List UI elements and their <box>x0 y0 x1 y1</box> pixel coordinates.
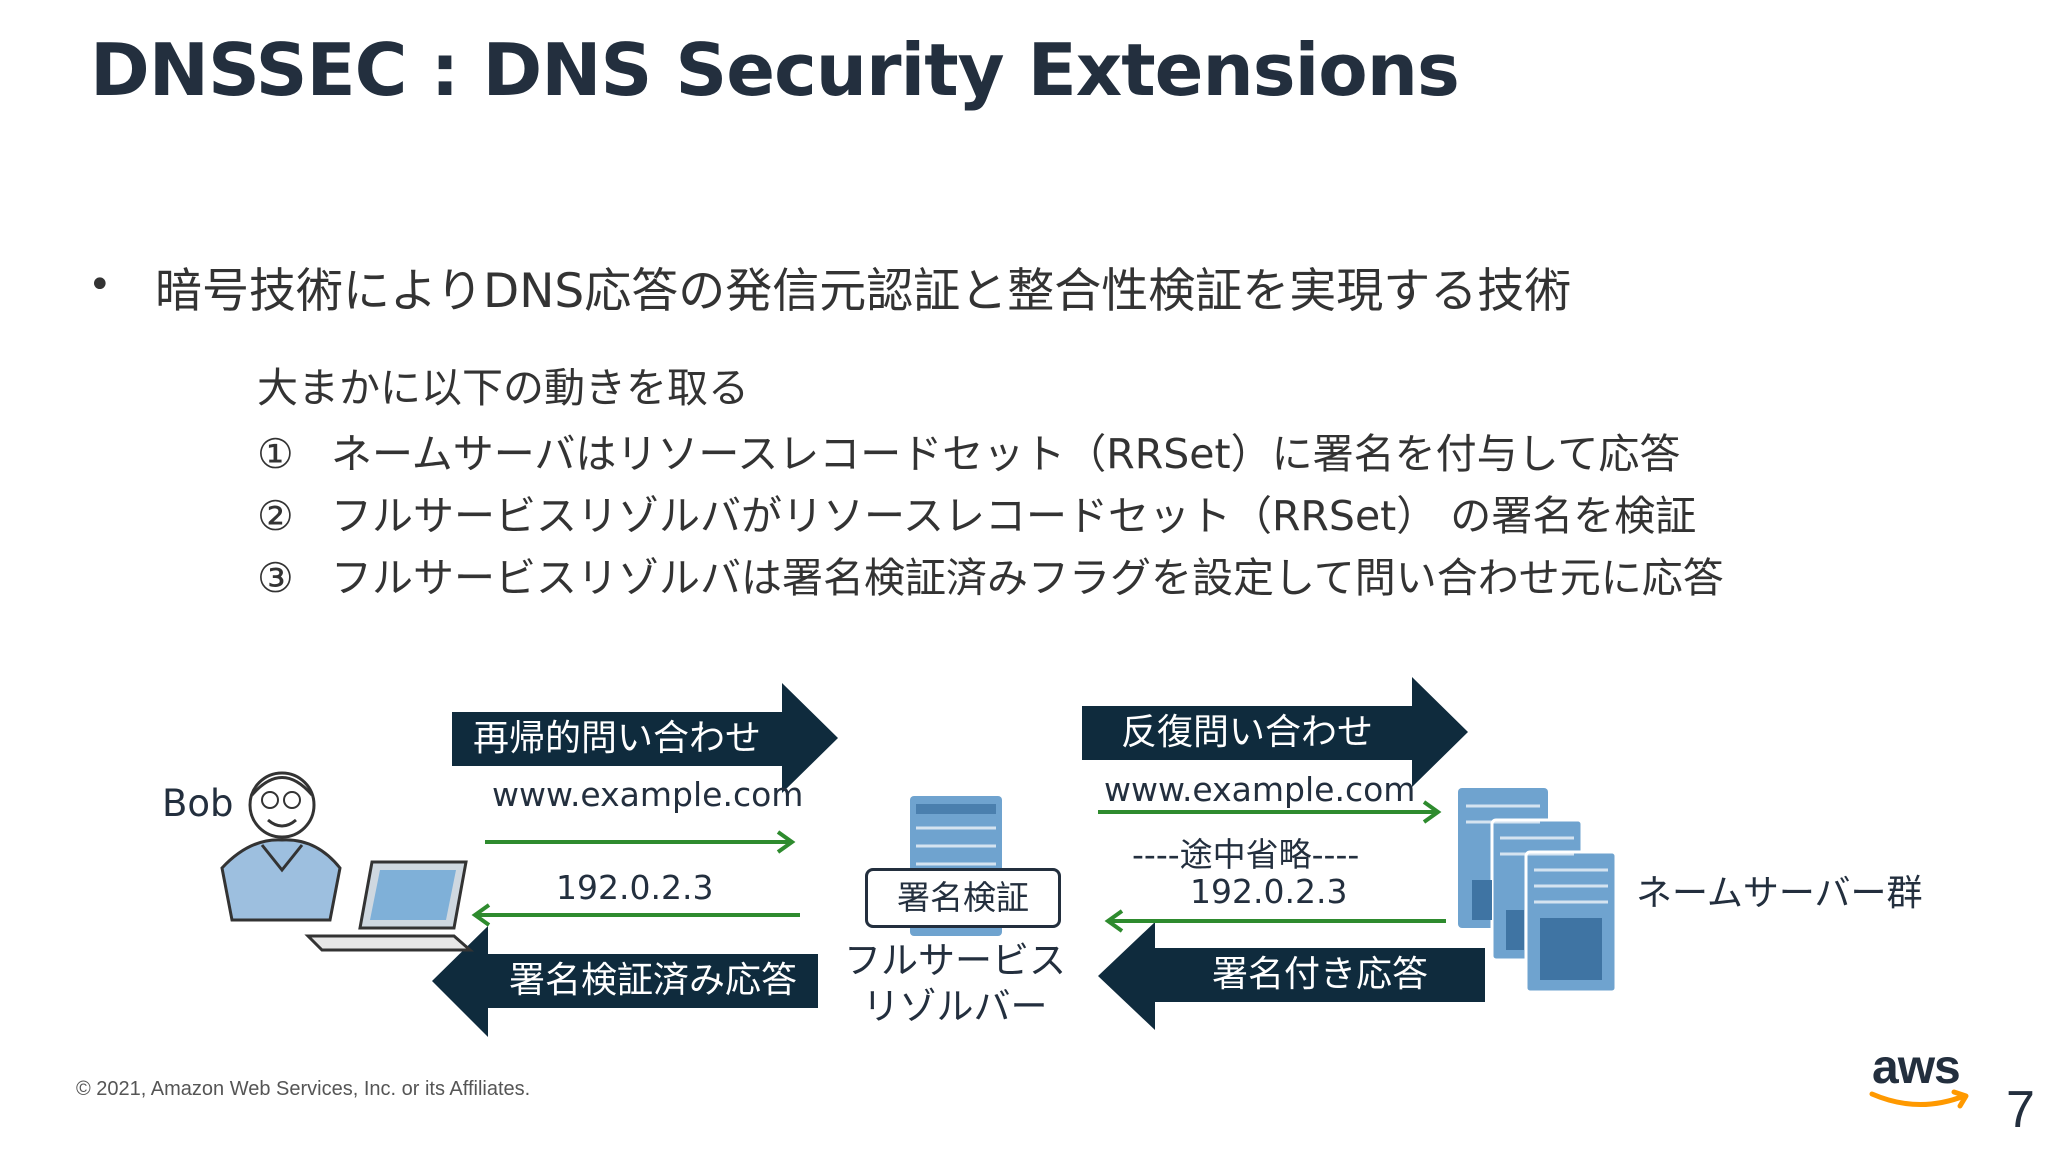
aws-logo: aws <box>1872 1040 1960 1095</box>
copyright: © 2021, Amazon Web Services, Inc. or its… <box>76 1078 530 1101</box>
recursive-query-label: 再帰的問い合わせ <box>452 713 782 765</box>
query-domain-left: www.example.com <box>492 775 803 814</box>
bob-label: Bob <box>162 782 234 825</box>
nameservers-label: ネームサーバー群 <box>1636 864 1923 916</box>
page-number: 7 <box>2006 1080 2035 1140</box>
aws-smile-icon <box>1868 1088 1978 1118</box>
answer-ip-right: 192.0.2.3 <box>1190 872 1347 911</box>
resolver-label-line2: リゾルバー <box>840 984 1070 1030</box>
signed-response-label: 署名付き応答 <box>1155 949 1485 1001</box>
answer-ip-left: 192.0.2.3 <box>556 868 713 907</box>
query-domain-right: www.example.com <box>1104 770 1415 809</box>
resolver-label-line1: フルサービス <box>840 938 1070 984</box>
bob-avatar-icon <box>222 773 340 920</box>
iterative-query-label: 反復問い合わせ <box>1082 707 1412 759</box>
omitted-label: ----途中省略---- <box>1132 828 1359 876</box>
resolver-label: フルサービス リゾルバー <box>840 938 1070 1030</box>
signature-verification-badge: 署名検証 <box>865 868 1061 928</box>
verified-response-label: 署名検証済み応答 <box>488 955 818 1007</box>
